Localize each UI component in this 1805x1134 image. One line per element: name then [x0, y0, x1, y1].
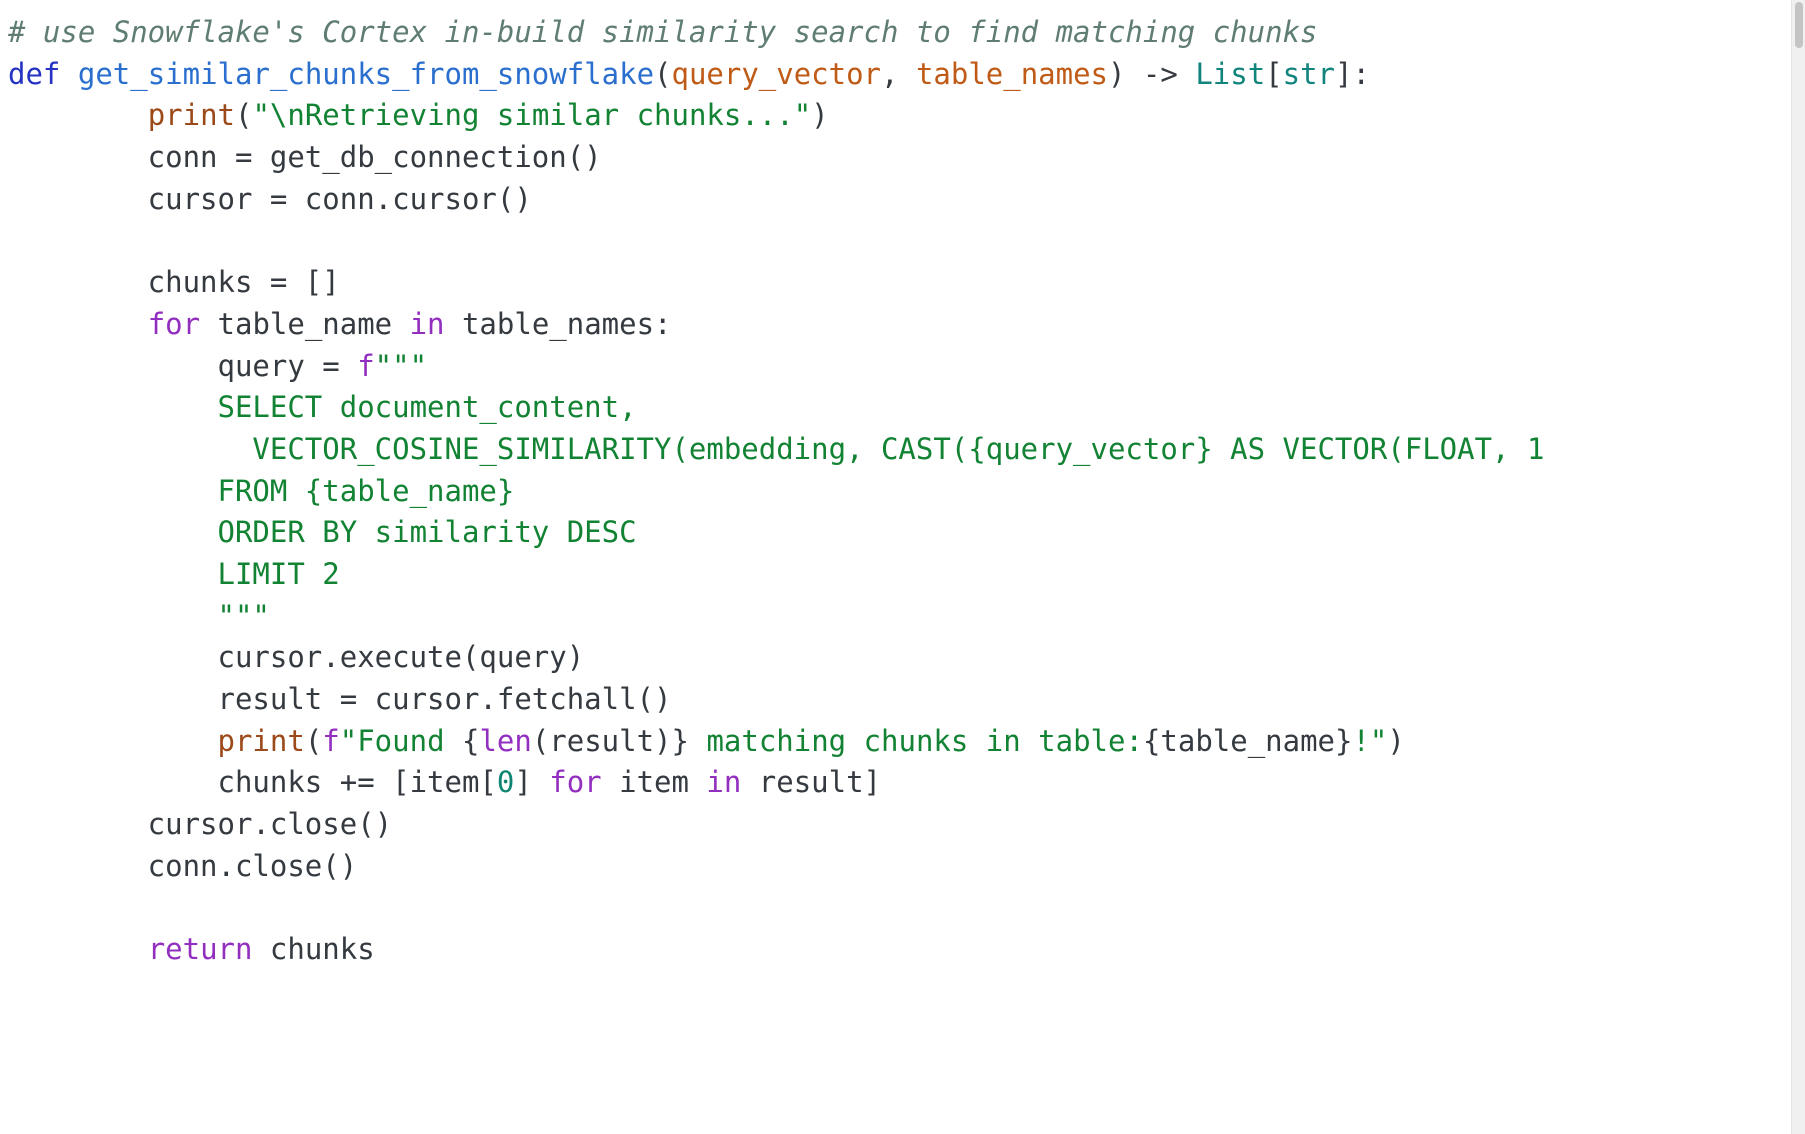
code-token-plain: ( — [235, 98, 253, 133]
code-token-ctrl: len — [479, 723, 532, 758]
code-token-kw: def — [8, 56, 61, 91]
code-line: result = cursor.fetchall() — [8, 679, 1791, 721]
code-token-str: """ — [374, 348, 428, 383]
scrollbar-thumb[interactable] — [1795, 2, 1803, 48]
code-token-plain: chunks = [] — [8, 265, 340, 300]
code-line: # use Snowflake's Cortex in-build simila… — [8, 12, 1791, 54]
code-token-plain: ) — [811, 98, 829, 133]
code-token-plain: chunks += [item[ — [8, 765, 497, 800]
code-token-param: table_names — [915, 56, 1108, 91]
code-line: cursor = conn.cursor() — [8, 179, 1791, 221]
code-token-ctrl: for — [147, 306, 201, 341]
code-line: cursor.execute(query) — [8, 637, 1791, 679]
code-line: conn.close() — [8, 846, 1791, 888]
code-token-builtin: print — [217, 723, 305, 758]
code-line: VECTOR_COSINE_SIMILARITY(embedding, CAST… — [8, 429, 1791, 471]
code-token-plain — [8, 98, 148, 132]
code-token-plain: table_names: — [444, 306, 672, 341]
code-line: SELECT document_content, — [8, 387, 1791, 429]
code-token-plain: ) -> — [1108, 56, 1196, 91]
code-token-plain: ] — [514, 765, 550, 800]
code-token-ctrl: return — [147, 932, 253, 967]
code-token-str: !" — [1352, 723, 1388, 758]
code-token-str: VECTOR_COSINE_SIMILARITY(embedding, CAST… — [8, 431, 1545, 466]
code-line: def get_similar_chunks_from_snowflake(qu… — [8, 54, 1791, 96]
code-line: print("\nRetrieving similar chunks...") — [8, 95, 1791, 137]
code-token-str: ORDER BY similarity DESC — [8, 515, 637, 550]
code-token-plain: cursor.close() — [8, 807, 393, 842]
code-token-plain: item — [601, 765, 707, 800]
code-line: chunks = [] — [8, 262, 1791, 304]
code-token-plain — [60, 57, 77, 91]
code-token-plain: result = cursor.fetchall() — [8, 682, 672, 716]
code-line: """ — [8, 596, 1791, 638]
code-token-str: matching chunks in table: — [688, 723, 1143, 758]
code-token-str: FROM {table_name} — [8, 473, 515, 508]
code-token-str: LIMIT 2 — [8, 556, 340, 591]
code-token-param: query_vector — [671, 56, 882, 91]
code-line: for table_name in table_names: — [8, 304, 1791, 346]
code-line: cursor.close() — [8, 804, 1791, 846]
code-line — [8, 887, 1791, 929]
code-token-plain — [8, 307, 148, 341]
code-line: FROM {table_name} — [8, 471, 1791, 513]
code-line: conn = get_db_connection() — [8, 137, 1791, 179]
code-token-plain: { — [461, 723, 480, 758]
code-token-ctrl: for — [549, 765, 602, 800]
code-token-plain: table_name — [200, 306, 410, 341]
code-token-ctrl: f — [322, 723, 340, 758]
code-token-builtin: print — [147, 98, 235, 133]
code-token-ctrl: in — [706, 765, 742, 800]
code-token-plain: {table_name} — [1142, 723, 1353, 758]
code-token-plain: query = — [8, 348, 358, 383]
code-token-plain: cursor = conn.cursor() — [8, 181, 532, 216]
code-token-type: str — [1282, 56, 1336, 91]
code-token-plain: cursor.execute(query) — [8, 640, 585, 675]
code-token-plain — [8, 932, 148, 966]
code-token-plain: [ — [1265, 56, 1283, 91]
code-token-comment: # use Snowflake's Cortex in-build simila… — [8, 15, 1318, 49]
scrollbar-track[interactable] — [1791, 0, 1805, 1134]
code-token-plain — [8, 724, 218, 758]
code-line — [8, 220, 1791, 262]
code-token-plain: result] — [741, 765, 882, 800]
code-token-plain: ]: — [1335, 56, 1370, 91]
code-line: LIMIT 2 — [8, 554, 1791, 596]
code-token-func: get_similar_chunks_from_snowflake — [77, 56, 655, 91]
code-line: chunks += [item[0] for item in result] — [8, 762, 1791, 804]
code-token-plain: conn = get_db_connection() — [8, 140, 602, 175]
code-line: ORDER BY similarity DESC — [8, 512, 1791, 554]
code-token-plain: (result)} — [531, 723, 689, 758]
code-token-num: 0 — [496, 765, 515, 800]
code-token-type: List — [1195, 56, 1266, 91]
code-token-str: "\nRetrieving similar chunks..." — [252, 98, 812, 133]
code-token-plain: chunks — [252, 932, 375, 967]
code-line: query = f""" — [8, 346, 1791, 388]
code-token-ctrl: f — [357, 348, 375, 383]
code-token-plain: ( — [304, 723, 323, 758]
code-token-plain: , — [881, 56, 916, 91]
code-token-str: "Found — [339, 723, 462, 758]
code-line: print(f"Found {len(result)} matching chu… — [8, 721, 1791, 763]
code-token-plain: ( — [654, 56, 672, 91]
code-token-ctrl: in — [409, 306, 445, 341]
code-token-str: SELECT document_content, — [8, 390, 637, 425]
code-line: return chunks — [8, 929, 1791, 971]
code-token-plain: ) — [1387, 723, 1405, 758]
code-token-str: """ — [8, 598, 270, 633]
code-token-plain: conn.close() — [8, 848, 358, 883]
